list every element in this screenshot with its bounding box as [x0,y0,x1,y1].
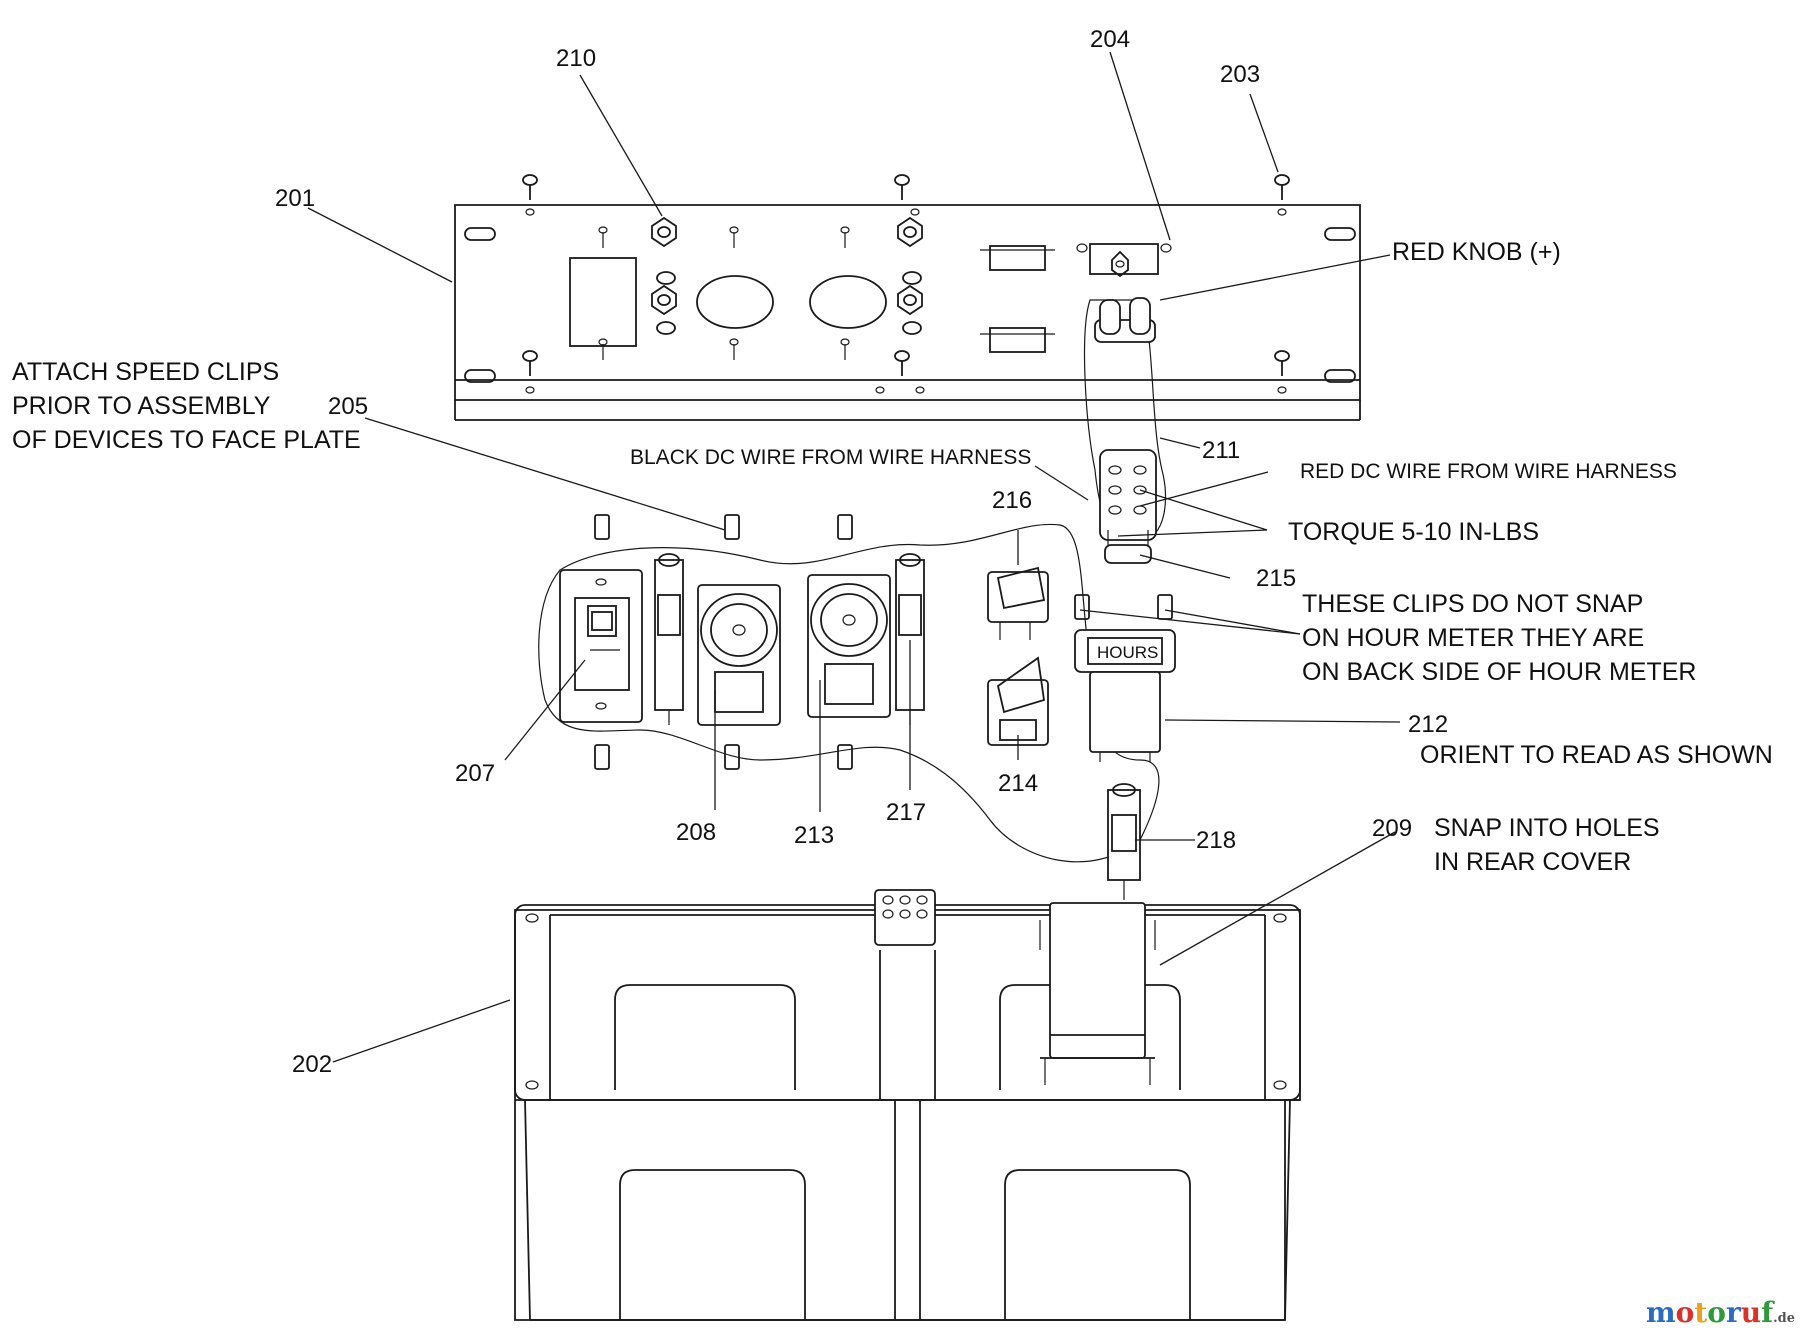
note-torque: TORQUE 5-10 IN-LBS [1288,518,1539,546]
face-plate [454,174,1361,421]
label-217: 217 [886,799,926,826]
rear-cover [514,889,1301,1321]
note-speed-clips-line-2: PRIOR TO ASSEMBLY [12,392,271,420]
label-216: 216 [992,487,1032,514]
note-red-knob: RED KNOB (+) [1392,238,1561,266]
note-speed-clips-line-1: ATTACH SPEED CLIPS [12,358,279,386]
note-speed-clips-line-3: OF DEVICES TO FACE PLATE [12,426,361,454]
device-group [538,514,1173,863]
note-red-dc-wire: RED DC WIRE FROM WIRE HARNESS [1300,460,1677,483]
dc-terminal-assembly [1083,297,1167,564]
label-204: 204 [1090,26,1130,53]
breaker-218 [1107,783,1141,900]
label-208: 208 [676,819,716,846]
label-215: 215 [1256,565,1296,592]
label-207: 207 [455,760,495,787]
label-201: 201 [275,185,315,212]
label-210: 210 [556,45,596,72]
note-orient: ORIENT TO READ AS SHOWN [1420,741,1773,769]
watermark-letter: o [1707,1296,1726,1329]
hours-label: HOURS [1097,643,1158,662]
watermark-letter: m [1646,1296,1676,1329]
watermark-letter: r [1726,1296,1742,1329]
note-snap-line-2: IN REAR COVER [1434,848,1631,876]
watermark-letter: u [1741,1296,1761,1329]
leader-lines [307,51,1401,1063]
note-snap-line-1: SNAP INTO HOLES [1434,814,1660,842]
note-clips-line-3: ON BACK SIDE OF HOUR METER [1302,658,1696,686]
note-black-dc-wire: BLACK DC WIRE FROM WIRE HARNESS [630,446,1031,469]
watermark-suffix: .de [1773,1311,1795,1326]
label-213: 213 [794,822,834,849]
label-203: 203 [1220,61,1260,88]
label-205: 205 [328,393,368,420]
note-clips-line-1: THESE CLIPS DO NOT SNAP [1302,590,1643,618]
part-number-labels: 201 210 204 203 205 211 216 215 212 207 … [275,26,1448,1078]
label-202: 202 [292,1051,332,1078]
label-212: 212 [1408,711,1448,738]
hour-meter [1074,629,1176,762]
label-211: 211 [1202,437,1240,464]
watermark-letter: f [1761,1296,1775,1329]
label-214: 214 [998,770,1038,797]
watermark-letter: o [1676,1296,1695,1329]
label-218: 218 [1196,827,1236,854]
note-clips-line-2: ON HOUR METER THEY ARE [1302,624,1644,652]
watermark: motoruf.de [1646,1296,1795,1329]
watermark-letter: t [1694,1296,1707,1329]
assembly-notes: RED KNOB (+) ATTACH SPEED CLIPS PRIOR TO… [12,238,1773,876]
label-209: 209 [1372,815,1412,842]
